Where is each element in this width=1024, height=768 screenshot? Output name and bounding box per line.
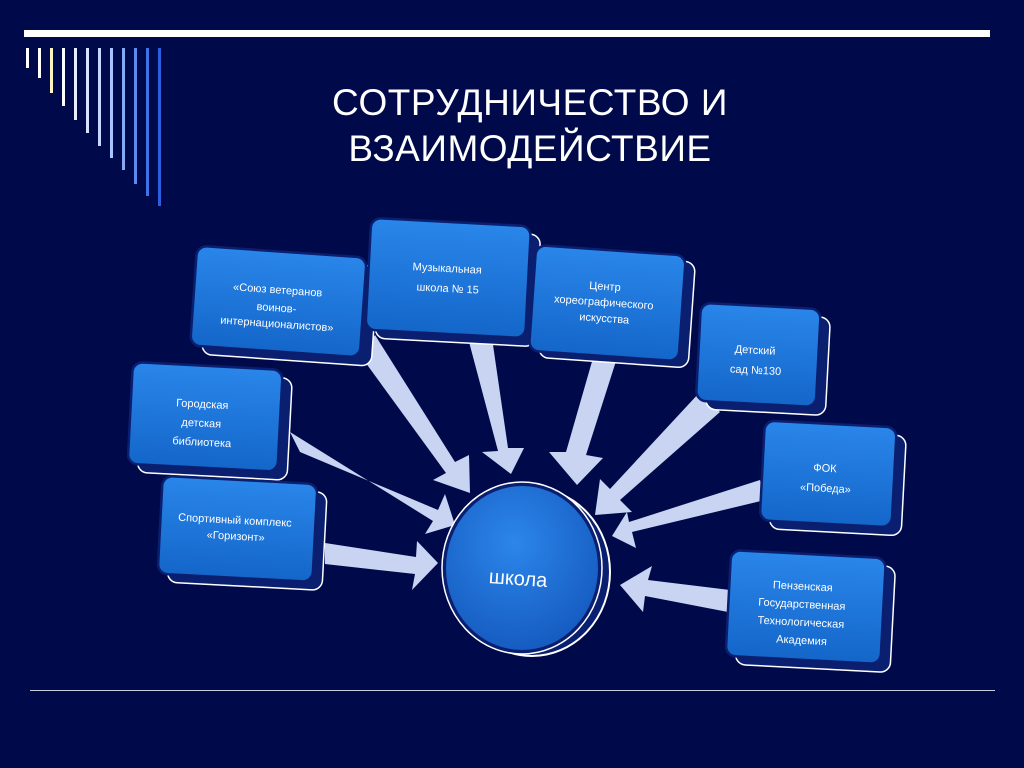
title-line-2: ВЗАИМОДЕЙСТВИЕ xyxy=(348,128,712,169)
decorative-stripes xyxy=(26,48,161,206)
svg-text:ФОК «Победа»: ФОК «Победа» xyxy=(800,461,852,496)
node-fok-line-2: «Победа» xyxy=(800,481,851,496)
arrow-fok xyxy=(612,480,765,548)
node-library-line-1: Городская xyxy=(176,397,229,412)
node-sport-line-1: Спортивный комплекс xyxy=(178,512,293,530)
node-academy-line-2: Государственная xyxy=(758,597,846,614)
top-rule xyxy=(24,30,990,37)
node-music-line-2: школа № 15 xyxy=(416,281,479,296)
arrow-library xyxy=(290,432,455,534)
arrow-veterans xyxy=(360,335,470,493)
svg-text:Спортивный комплекс «Г: Спортивный комплекс «Горизонт» xyxy=(177,512,295,546)
node-academy-line-3: Технологическая xyxy=(757,615,844,632)
node-fok-line-1: ФОК xyxy=(813,462,838,475)
node-fok: ФОК «Победа» xyxy=(758,419,907,537)
arrow-music xyxy=(468,338,524,474)
svg-text:Детский сад №130: Детский сад №130 xyxy=(730,343,783,378)
node-kindergarten: Детский сад №130 xyxy=(695,302,831,416)
svg-text:Городская детская: Городская детская библиотека xyxy=(172,397,234,450)
node-library: Городская детская библиотека xyxy=(126,361,293,481)
node-dance-line-3: искусства xyxy=(579,311,630,327)
node-kindergarten-line-2: сад №130 xyxy=(730,363,782,378)
arrow-dance xyxy=(549,358,617,485)
node-sport-line-2: «Горизонт» xyxy=(206,529,265,544)
title-line-1: СОТРУДНИЧЕСТВО И xyxy=(332,82,728,123)
hub-school: школа xyxy=(441,481,611,657)
slide-title: СОТРУДНИЧЕСТВО И ВЗАИМОДЕЙСТВИЕ xyxy=(250,80,810,172)
node-music: Музыкальная школа № 15 xyxy=(364,217,541,347)
node-academy-line-4: Академия xyxy=(776,634,827,649)
arrow-academy xyxy=(620,566,730,612)
node-sport: Спортивный комплекс «Горизонт» xyxy=(156,475,328,591)
node-music-line-1: Музыкальная xyxy=(412,261,482,277)
arrows xyxy=(290,335,765,612)
node-academy: Пензенская Государственная Технологическ… xyxy=(724,549,896,673)
node-library-line-2: детская xyxy=(181,417,221,431)
node-dance: Центр хореографического искусства xyxy=(528,244,696,369)
node-veterans-line-2: воинов- xyxy=(256,301,297,316)
hub-label: школа xyxy=(488,566,549,592)
node-academy-line-1: Пензенская xyxy=(773,579,833,594)
svg-text:Пензенская Государстве: Пензенская Государственная Технологическ… xyxy=(756,579,850,650)
bottom-rule xyxy=(30,690,995,691)
node-kindergarten-line-1: Детский xyxy=(734,344,775,358)
svg-text:Музыкальная школа № 15: Музыкальная школа № 15 xyxy=(411,261,485,297)
arrow-sport xyxy=(325,541,438,590)
node-veterans: «Союз ветеранов воинов- интернационалист… xyxy=(189,245,379,367)
node-dance-line-1: Центр xyxy=(589,280,621,294)
arrow-kindergarten xyxy=(595,392,720,515)
node-library-line-3: библиотека xyxy=(172,435,232,450)
